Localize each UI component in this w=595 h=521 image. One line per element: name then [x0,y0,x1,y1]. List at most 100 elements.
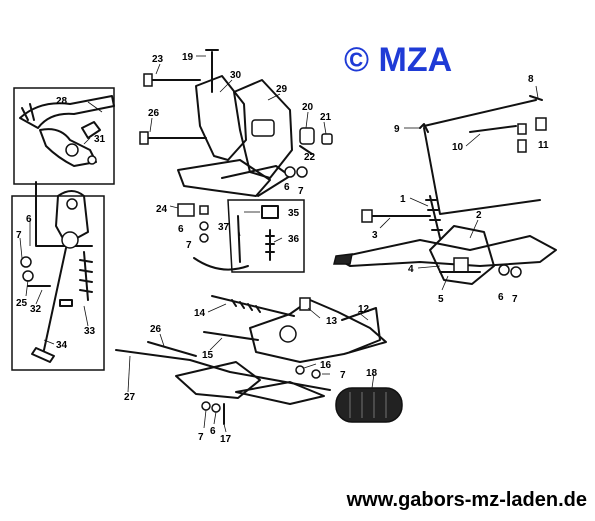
callout-16: 16 [320,360,332,371]
nut-25 [22,270,34,282]
leader-20 [305,111,309,129]
leader-1 [409,197,429,207]
bushing-29 [251,119,275,137]
callout-36: 36 [288,234,300,245]
rod-14-thread [231,299,261,313]
callout-15: 15 [202,350,214,361]
washer-6-right [498,264,510,276]
callout-7-bottom: 7 [198,432,204,443]
callout-11: 11 [538,140,549,151]
nut-11-top [535,117,547,131]
leader-26-bottom [159,333,165,347]
sleeve-10 [469,125,517,133]
bolt-13 [299,297,311,311]
washer-7-left [20,256,32,268]
rod-14 [211,295,295,317]
leader-24 [169,205,179,209]
bracket-28-shape [19,95,115,129]
leader-12 [357,311,369,321]
footrest-rubber-ribs [349,392,387,418]
stand-leg-34 [43,247,67,351]
washer-7-centre [199,233,209,243]
leader-17 [223,423,227,433]
pedal-plate-edge [221,165,291,197]
callout-13: 13 [326,316,338,327]
leader-34 [43,339,55,345]
callout-28: 28 [56,96,68,107]
callout-21: 21 [320,112,332,123]
leader-7-left [19,237,23,259]
lever-bracket-4 [429,225,495,285]
callout-24: 24 [156,204,168,215]
callout-7-top: 7 [298,186,304,197]
callout-37: 37 [218,222,230,233]
footrest-rubber-18 [335,387,403,423]
bracket-30 [195,75,247,161]
washer-7-bottom-centre [311,369,321,379]
washer-7-top [296,166,308,178]
brake-lever-2 [335,235,557,267]
footrest-bar-assembly [115,341,331,425]
leader-8 [535,85,539,99]
washer-6-top [284,166,296,178]
leader-13 [307,307,321,319]
callout-29: 29 [276,84,288,95]
callout-6-bottom: 6 [210,426,216,437]
leader-16 [303,363,317,369]
leader-25 [25,279,29,297]
callout-1: 1 [400,194,406,205]
spring-36 [265,229,275,261]
leader-26-top [149,117,153,133]
bolt-23-head [143,73,153,87]
callout-7-bottom-centre: 7 [340,370,346,381]
leader-2 [469,219,479,239]
callout-8: 8 [528,74,534,85]
website-watermark: www.gabors-mz-laden.de [346,489,587,511]
callout-numbers: 28 31 6 7 25 32 33 34 19 23 30 29 26 20 … [16,52,549,445]
footrest-bracket-assembly [203,295,387,379]
callout-20: 20 [302,102,314,113]
inset-frame-centre [227,199,305,273]
pin-24 [199,205,209,215]
inset-box-centre [177,199,305,273]
bolt-26-head [139,131,149,145]
rod-37 [237,215,241,263]
stand-bolt-6 [66,198,78,210]
leader-29 [267,93,281,101]
leader-7-bottom [203,409,207,429]
clip-33 [59,299,73,307]
callout-14: 14 [194,308,206,319]
pedal-bracket-assembly [139,49,333,197]
callout-22: 22 [304,152,316,163]
leader-30 [219,79,233,93]
clip-35 [261,205,279,219]
callout-7-left: 7 [16,230,22,241]
callout-30: 30 [230,70,242,81]
callout-9: 9 [394,124,400,135]
brake-pedal-assembly [333,95,557,285]
callout-23: 23 [152,54,164,65]
bushing-20 [299,127,315,145]
callout-6-left: 6 [26,214,32,225]
clip-22 [299,145,313,155]
leader-23 [155,63,161,75]
brake-rod-9 [423,127,541,215]
stand-foot-34 [31,347,55,363]
copyright-watermark: © MZA [344,41,453,79]
washer-7-bottom [201,401,211,411]
pedal-plate [177,159,271,197]
callout-19: 19 [182,52,194,63]
bolt-15 [203,331,259,341]
block-4 [453,257,469,273]
washer-7-right [510,266,522,278]
washer-31 [87,155,97,165]
spring-1 [425,195,443,239]
callout-18: 18 [366,368,378,379]
callout-33: 33 [84,326,96,337]
rod-9-end [419,123,429,133]
callout-35: 35 [288,208,300,219]
callout-10: 10 [452,142,464,153]
adjuster-8 [529,95,543,101]
callout-32: 32 [30,304,42,315]
